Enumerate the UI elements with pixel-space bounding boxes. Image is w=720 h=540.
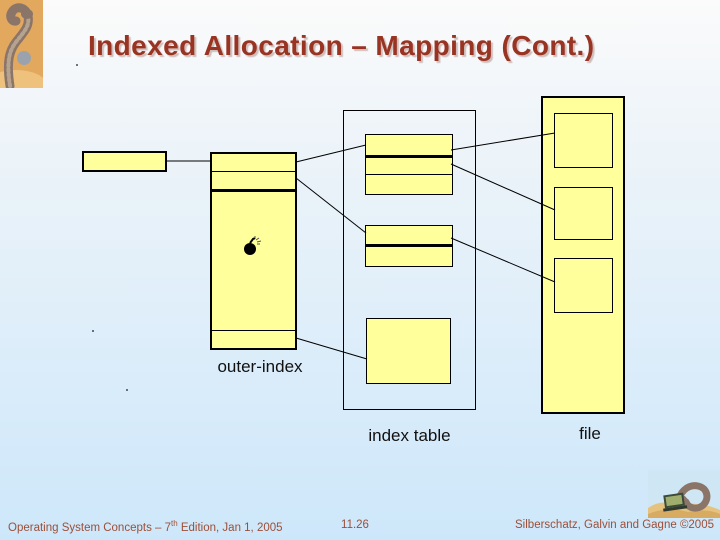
index-block-1	[365, 134, 453, 195]
bomb-icon	[244, 236, 262, 255]
file-label: file	[579, 424, 601, 443]
footer-course-title: Operating System Concepts – 7th Edition,…	[8, 519, 283, 534]
dinosaur-logo-icon	[0, 0, 43, 88]
footer-ordinal-sup: th	[171, 519, 178, 528]
slide-number: 11.26	[341, 519, 369, 531]
stray-dot	[126, 389, 128, 391]
footer-course-title-text: Operating System Concepts – 7	[8, 521, 171, 534]
dinosaur-laptop-logo-icon	[648, 470, 720, 518]
stray-dot	[92, 330, 94, 332]
footer-authors: Silberschatz, Galvin and Gagne ©2005	[515, 519, 714, 531]
footer-edition-text: Edition, Jan 1, 2005	[177, 521, 283, 534]
index-block-2	[365, 225, 453, 267]
slide-title: Indexed Allocation – Mapping (Cont.)	[88, 30, 595, 61]
index-table-label: index table	[368, 426, 451, 445]
outer-index-label: outer-index	[217, 357, 303, 376]
pointer-block	[82, 151, 167, 172]
outer-index-block	[210, 152, 297, 350]
file-data-block-1	[554, 113, 613, 168]
index-block-3	[366, 318, 451, 384]
file-data-block-3	[554, 258, 613, 313]
file-data-block-2	[554, 187, 613, 240]
stray-dot	[76, 64, 78, 66]
